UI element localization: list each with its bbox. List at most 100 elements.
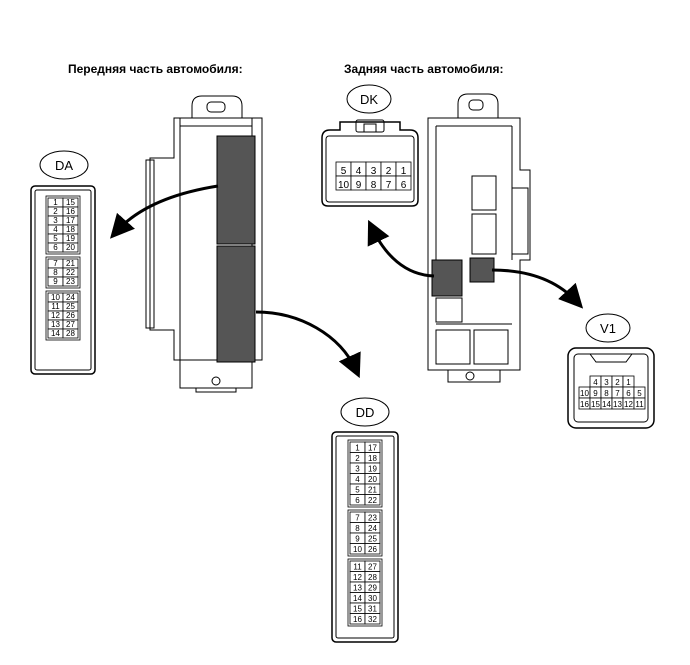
pin-dd-12: 12 (353, 573, 362, 582)
pin-v1-11: 11 (635, 400, 644, 409)
pin-group (45, 290, 81, 341)
pin-group (45, 195, 81, 255)
pin-dk-3: 3 (371, 166, 377, 177)
pin-dd-9: 9 (355, 535, 360, 544)
pin-dd-22-cell (364, 494, 381, 506)
pin-v1-5: 5 (637, 389, 642, 398)
pin-da-20: 20 (66, 243, 75, 252)
pin-da-9: 9 (53, 277, 58, 286)
pin-v1-10: 10 (580, 389, 589, 398)
pin-da-26: 26 (66, 311, 75, 320)
pin-dk-5: 5 (341, 166, 347, 177)
pin-dk-10: 10 (338, 180, 350, 191)
pin-dk-4: 4 (356, 166, 362, 177)
pin-dd-14: 14 (353, 594, 362, 603)
pin-dd-32: 32 (368, 615, 377, 624)
pin-v1-12: 12 (624, 400, 633, 409)
pin-da-7: 7 (53, 259, 58, 268)
pin-dd-5: 5 (355, 486, 360, 495)
pin-dd-3: 3 (355, 465, 360, 474)
pin-dd-2: 2 (355, 454, 360, 463)
pin-da-28-cell (62, 328, 79, 339)
pin-v1-2: 2 (615, 378, 620, 387)
pin-da-21: 21 (66, 259, 75, 268)
connector-da-label: DA (55, 158, 73, 173)
pin-dd-26-cell (364, 543, 381, 555)
pin-dk-9: 9 (356, 180, 362, 191)
pin-da-19: 19 (66, 234, 75, 243)
pin-dd-11: 11 (353, 563, 362, 572)
pin-da-5: 5 (53, 234, 58, 243)
connector-dk-label-bubble (346, 84, 392, 114)
pin-da-14: 14 (51, 329, 60, 338)
pin-da-25: 25 (66, 302, 75, 311)
pin-v1-8: 8 (604, 389, 609, 398)
pin-da-8: 8 (53, 268, 58, 277)
pin-v1-4: 4 (593, 378, 598, 387)
pin-dd-21: 21 (368, 486, 377, 495)
pin-da-23: 23 (66, 277, 75, 286)
arrow-to-dd (255, 310, 361, 379)
pin-da-16: 16 (66, 207, 75, 216)
pin-v1-13: 13 (613, 400, 622, 409)
pin-dd-28: 28 (368, 573, 377, 582)
pin-dk-6: 6 (401, 180, 407, 191)
pin-group (347, 439, 383, 508)
pin-dk-2: 2 (386, 166, 392, 177)
rear-connector-v1-socket (469, 257, 495, 283)
pin-dk-6-cell (395, 175, 412, 191)
pin-group (347, 509, 383, 557)
pin-dd-31: 31 (368, 605, 377, 614)
pin-v1-1: 1 (626, 378, 631, 387)
pin-v1-16: 16 (580, 400, 589, 409)
pin-dd-24: 24 (368, 524, 377, 533)
pin-v1-11-cell (633, 397, 646, 410)
pin-dd-16: 16 (353, 615, 362, 624)
arrow-to-dk (367, 219, 435, 278)
pin-da-13: 13 (51, 320, 60, 329)
pin-dd-29: 29 (368, 584, 377, 593)
pin-v1-7: 7 (615, 389, 620, 398)
pin-da-15: 15 (66, 198, 75, 207)
pin-da-24: 24 (66, 293, 75, 302)
pin-da-2: 2 (53, 207, 58, 216)
pin-dd-17: 17 (368, 444, 377, 453)
arrow-to-v1 (491, 268, 584, 309)
pin-dd-4: 4 (355, 475, 360, 484)
pin-da-23-cell (62, 276, 79, 287)
pin-dk-1: 1 (401, 166, 407, 177)
pin-da-20-cell (62, 242, 79, 253)
connector-dk-label: DK (360, 92, 378, 107)
pin-dd-22: 22 (368, 496, 377, 505)
pin-da-6: 6 (53, 243, 58, 252)
pin-da-17: 17 (66, 216, 75, 225)
pin-da-22: 22 (66, 268, 75, 277)
pin-v1-3: 3 (604, 378, 609, 387)
pin-dd-1: 1 (355, 444, 360, 453)
pin-v1-6: 6 (626, 389, 631, 398)
pin-da-3: 3 (53, 216, 58, 225)
pin-v1-14: 14 (602, 400, 611, 409)
pin-da-28: 28 (66, 329, 75, 338)
heading-front: Передняя часть автомобиля: (68, 62, 243, 76)
rear-ecu-unit (427, 93, 531, 383)
connector-dd-label-bubble (340, 397, 390, 427)
connector-da-label-bubble (39, 150, 89, 180)
pin-dd-18: 18 (368, 454, 377, 463)
pin-group (347, 558, 383, 627)
pin-dd-8: 8 (355, 524, 360, 533)
connector-v1-label-bubble (585, 313, 631, 343)
pin-da-18: 18 (66, 225, 75, 234)
pin-dk-7: 7 (386, 180, 392, 191)
pin-dd-6: 6 (355, 496, 360, 505)
pin-da-27: 27 (66, 320, 75, 329)
pin-dd-25: 25 (368, 535, 377, 544)
pin-dd-26: 26 (368, 545, 377, 554)
front-connector-dd-socket (216, 245, 256, 363)
front-connector-da-socket (216, 135, 256, 245)
